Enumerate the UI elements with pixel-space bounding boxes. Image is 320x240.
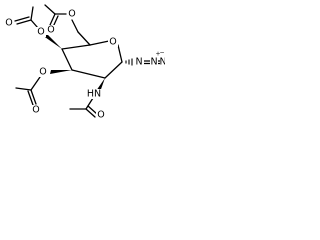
ring-oxygen-label: O (109, 37, 116, 48)
bond-o-acyl-c-c3 (30, 76, 41, 91)
bond-c6-o (71, 19, 79, 33)
bond-acyl-c-methyl (44, 4, 56, 15)
bond-o-acyl-c-c4 (30, 19, 39, 29)
bond-acyl-c-methyl-c4 (30, 6, 34, 21)
acetamido-group (69, 78, 105, 118)
bond-c2-c3 (71, 69, 106, 79)
bond-c1-c2 (104, 61, 123, 79)
molecule-structure: O O O O O O O HN O N N + N − (4, 4, 165, 121)
bond-n-acyl-c (85, 97, 94, 110)
pyranose-ring (61, 40, 123, 79)
bond-c5-c6 (77, 31, 91, 46)
bond-acyl-c-carbonyl-c2-double (87, 105, 98, 115)
azide-n2-charge-label: + (155, 51, 160, 58)
bond-ring-o-c1 (117, 44, 123, 63)
c4-carbonyl-oxygen-label: O (5, 18, 12, 29)
acetoxymethyl-carbonyl-oxygen-label: O (47, 25, 54, 36)
bond-acyl-c-methyl-c3 (15, 87, 32, 91)
wedge-c2-n (96, 78, 105, 92)
bond-c5-ring-o (89, 40, 110, 46)
bond-acyl-c-carbonyl-c4 (16, 19, 32, 25)
wedge-c3-o (50, 70, 72, 74)
c4-acetoxy-group (14, 6, 62, 49)
c3-acetoxy-group (15, 70, 72, 106)
hashed-bond-c1-n (125, 57, 136, 67)
bond-acyl-c-carbonyl-c2 (85, 108, 96, 118)
bond-c4-c5 (61, 44, 91, 50)
bond-acyl-c-carbonyl-o (49, 13, 56, 26)
acetoxymethyl-ester-oxygen-label: O (68, 9, 75, 20)
c3-ester-oxygen-label: O (39, 67, 46, 78)
c4-ester-oxygen-label: O (37, 27, 44, 38)
bond-acyl-c-carbonyl-c3-double (27, 90, 34, 106)
azide-n1-label: N (135, 57, 142, 68)
c3-carbonyl-oxygen-label: O (32, 105, 39, 116)
bond-c3-c4 (61, 48, 73, 71)
wedge-c4-o (42, 32, 62, 49)
bond-acyl-c-carbonyl-c3 (30, 89, 37, 105)
azide-n3-charge-label: − (159, 50, 164, 57)
acetamido-nitrogen-label: HN (87, 89, 101, 100)
azide-n2-label: N (150, 57, 157, 68)
azide-n3-label: N (159, 57, 165, 68)
acetamido-carbonyl-oxygen-label: O (97, 110, 104, 121)
bond-acyl-c-carbonyl-c4-double (14, 16, 30, 22)
atom-labels: O O O O O O O HN O N N + N − (4, 9, 165, 121)
